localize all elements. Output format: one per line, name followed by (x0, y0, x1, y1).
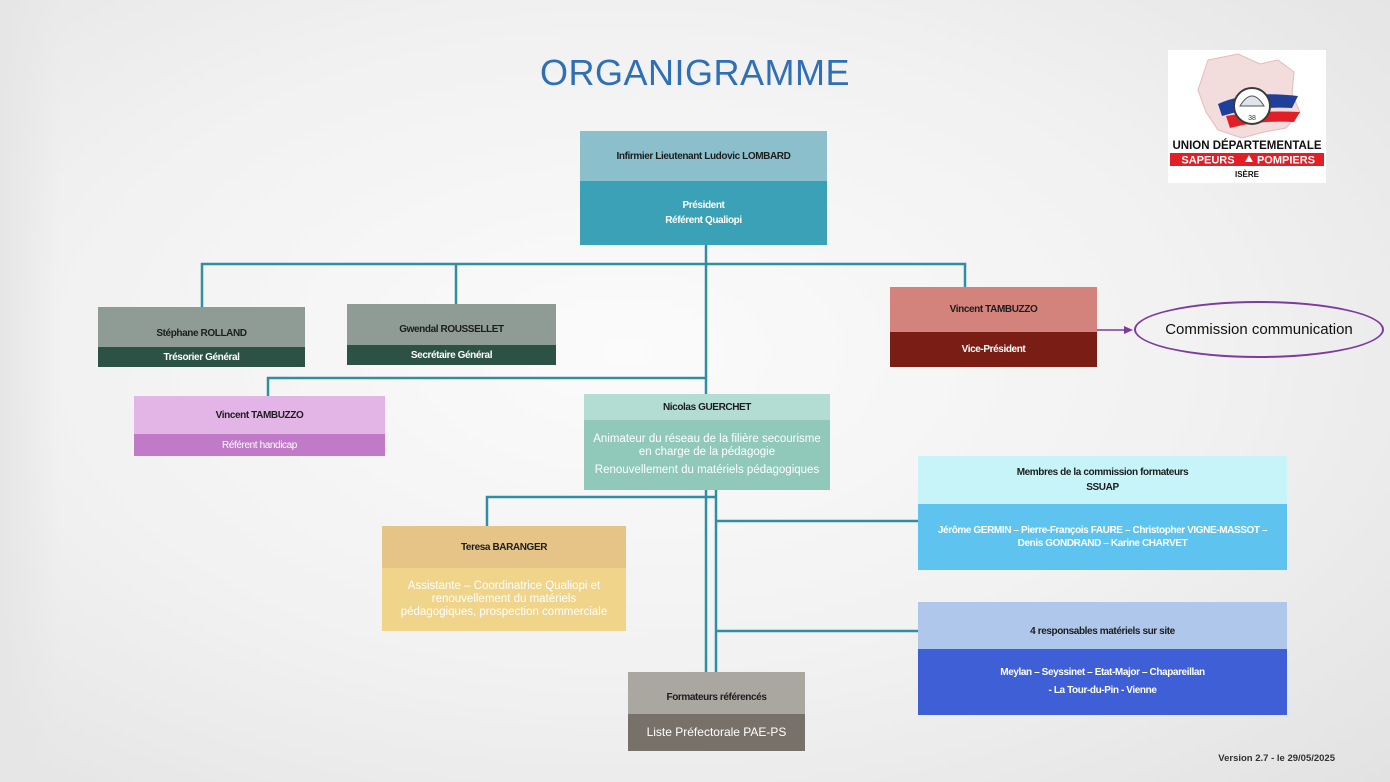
secretaire-role: Secrétaire Général (347, 345, 556, 365)
handicap-line (266, 376, 706, 396)
svg-text:38: 38 (1248, 115, 1256, 122)
formateurs-title-1: Membres de la commission formateurs (1016, 467, 1189, 478)
vice-president-name: Vincent TAMBUZZO (890, 287, 1097, 332)
formateurs-members: Jérôme GERMIN – Pierre-François FAURE – … (918, 504, 1287, 570)
formateurs-references-role: Liste Préfectorale PAE-PS (628, 714, 805, 751)
responsables-title: 4 responsables matériels sur site (918, 602, 1287, 649)
assistante-line (485, 495, 716, 526)
handicap-role: Référent handicap (134, 434, 385, 456)
svg-text:POMPIERS: POMPIERS (1257, 155, 1315, 167)
tresorier-name: Stéphane ROLLAND (98, 307, 305, 347)
animateur-name: Nicolas GUERCHET (584, 394, 830, 420)
secretaire-box: Gwendal ROUSSELLET Secrétaire Général (347, 304, 556, 365)
page-title: ORGANIGRAMME (539, 52, 850, 93)
formateurs-references-box: Formateurs référencés Liste Préfectorale… (628, 672, 805, 751)
slide-left-shade (0, 0, 60, 782)
formateurs-title-2: SSUAP (1086, 482, 1119, 493)
assistante-role: Assistante – Coordinatrice Qualiopi et r… (382, 568, 626, 631)
vice-president-box: Vincent TAMBUZZO Vice-Président (890, 287, 1097, 367)
president-roles: Président Référent Qualiopi (580, 181, 827, 245)
svg-text:ISÈRE: ISÈRE (1235, 170, 1260, 179)
responsables-sites-1: Meylan – Seyssinet – Etat-Major – Chapar… (1000, 667, 1205, 678)
tresorier-box: Stéphane ROLLAND Trésorier Général (98, 307, 305, 367)
animateur-role-1: Animateur du réseau de la filière secour… (593, 433, 821, 458)
president-role-2: Référent Qualiopi (665, 215, 742, 226)
udsp-logo: 38 UNION DÉPARTEMENTALE SAPEURS POMPIERS… (1168, 50, 1326, 183)
svg-text:SAPEURS: SAPEURS (1181, 155, 1234, 167)
top-branch-line (200, 262, 967, 307)
secretaire-name: Gwendal ROUSSELLET (347, 304, 556, 345)
commission-communication: Commission communication (1134, 301, 1384, 358)
udsp-logo-graphic: 38 UNION DÉPARTEMENTALE SAPEURS POMPIERS… (1170, 53, 1324, 179)
formateurs-title: Membres de la commission formateurs SSUA… (918, 456, 1287, 504)
assistante-name: Teresa BARANGER (382, 526, 626, 568)
assistante-box: Teresa BARANGER Assistante – Coordinatri… (382, 526, 626, 631)
formateurs-references-name: Formateurs référencés (628, 672, 805, 714)
president-box: Infirmier Lieutenant Ludovic LOMBARD Pré… (580, 131, 827, 245)
responsables-sites: Meylan – Seyssinet – Etat-Major – Chapar… (918, 649, 1287, 715)
animateur-role-2: Renouvellement du matériels pédagogiques (594, 464, 820, 476)
animateur-box: Nicolas GUERCHET Animateur du réseau de … (584, 394, 830, 490)
handicap-name: Vincent TAMBUZZO (134, 396, 385, 434)
president-role-1: Président (682, 200, 725, 211)
vice-president-role: Vice-Président (890, 332, 1097, 367)
responsables-sites-2: - La Tour-du-Pin - Vienne (1048, 685, 1157, 696)
arrow-to-commission (1097, 326, 1133, 334)
responsables-box: 4 responsables matériels sur site Meylan… (918, 602, 1287, 715)
version-label: Version 2.7 - le 29/05/2025 (1218, 753, 1335, 764)
svg-text:UNION DÉPARTEMENTALE: UNION DÉPARTEMENTALE (1172, 139, 1321, 152)
president-name: Infirmier Lieutenant Ludovic LOMBARD (580, 131, 827, 181)
animateur-roles: Animateur du réseau de la filière secour… (584, 420, 830, 490)
handicap-box: Vincent TAMBUZZO Référent handicap (134, 396, 385, 456)
formateurs-box: Membres de la commission formateurs SSUA… (918, 456, 1287, 570)
tresorier-role: Trésorier Général (98, 347, 305, 367)
